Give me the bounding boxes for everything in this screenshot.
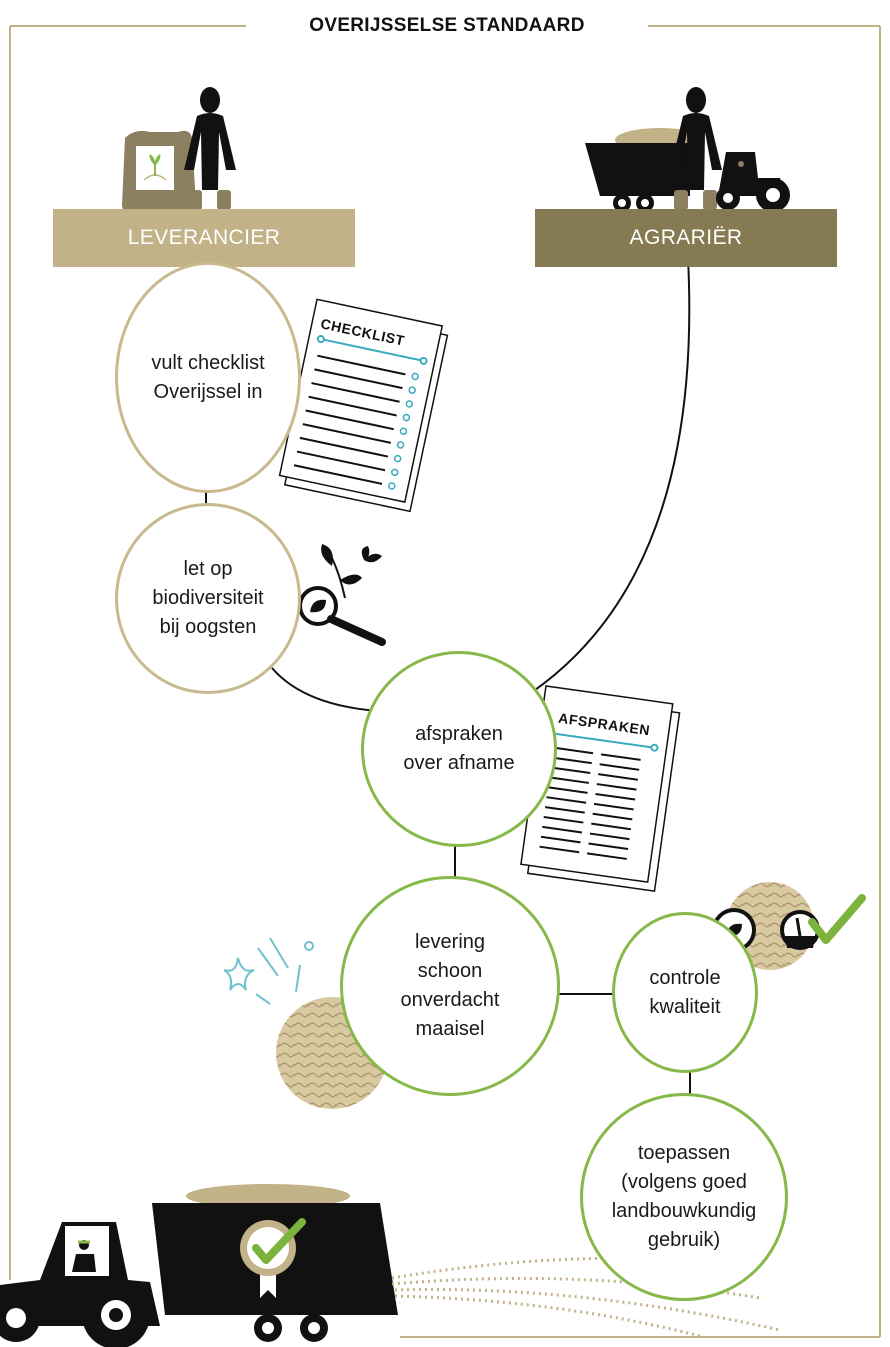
sparkle-icon — [223, 937, 314, 1005]
step-delivery-node: levering schoon onverdacht maaisel — [340, 876, 560, 1096]
step-delivery-label: levering schoon onverdacht maaisel — [400, 931, 500, 1040]
step-checklist-label: vult checklist Overijssel in — [151, 351, 265, 403]
tractor-trailer-illustration — [0, 1184, 781, 1347]
role-supplier-label: LEVERANCIER — [53, 209, 355, 267]
step-apply-label: toepassen (volgens goed landbouwkundig g… — [611, 1142, 757, 1251]
magnifier-plant-butterfly-icon — [298, 544, 386, 646]
step-checklist-node: vult checklist Overijssel in — [115, 262, 301, 493]
step-agreements-label: afspraken over afname — [403, 723, 515, 774]
step-apply-node: toepassen (volgens goed landbouwkundig g… — [580, 1093, 788, 1301]
outer-frame — [9, 25, 881, 1338]
supplier-illustration — [122, 87, 236, 212]
step-biodiversity-label: let op biodiversiteit bij oogsten — [152, 558, 264, 638]
checklist-document-icon — [278, 298, 449, 513]
certified-badge-icon — [240, 1218, 306, 1298]
step-agreements-node: afspraken over afname — [361, 651, 557, 847]
role-farmer-label: AGRARIËR — [535, 209, 837, 267]
step-quality-label: controle kwaliteit — [649, 966, 721, 1018]
farmer-illustration — [585, 87, 790, 212]
step-quality-node: controle kwaliteit — [612, 912, 758, 1073]
arrow-farmer-to-agreements — [498, 257, 691, 715]
diagram-title: OVERIJSSELSE STANDAARD — [250, 10, 644, 42]
quality-check-icons — [661, 882, 866, 994]
step-biodiversity-node: let op biodiversiteit bij oogsten — [115, 503, 301, 694]
